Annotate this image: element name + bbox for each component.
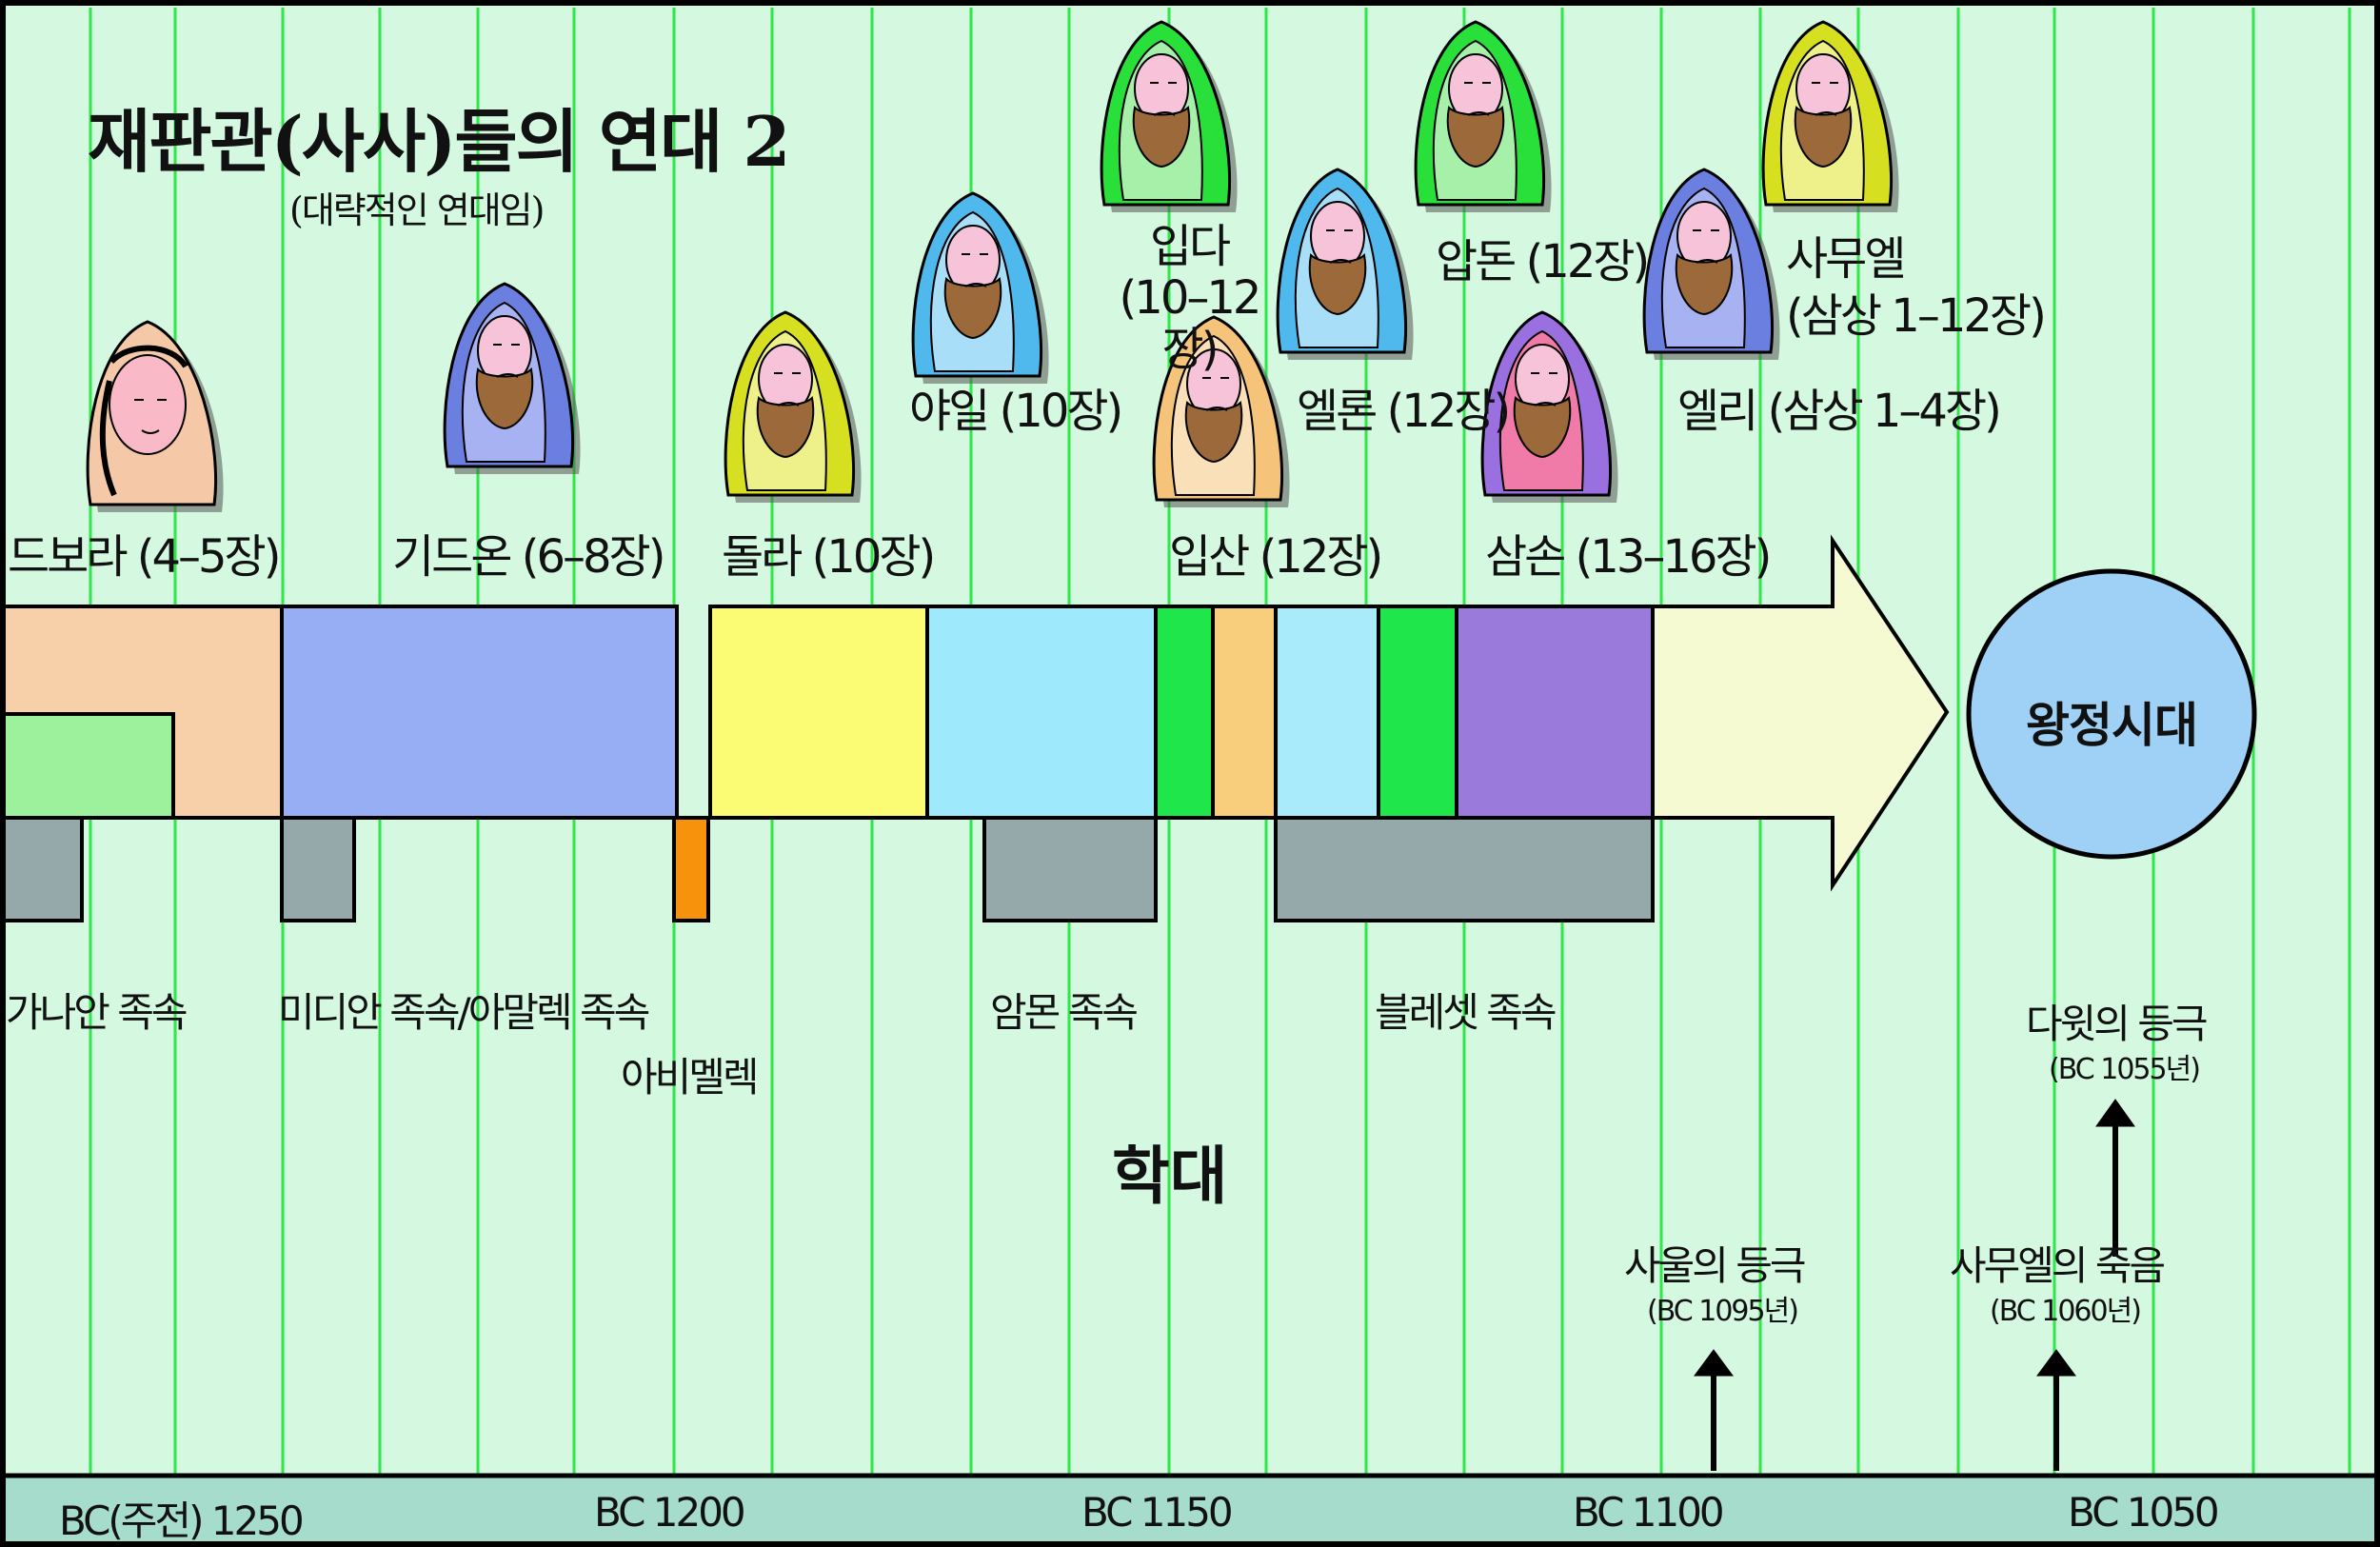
axis-label-1050: BC 1050 <box>2068 1489 2220 1536</box>
event-samuel-death-name: 사무엘의 죽음 <box>1950 1242 2166 1289</box>
oppressor-label-midian-amalek: 미디안 족속/아말렉 족속 <box>278 989 650 1036</box>
portrait-gideon <box>443 282 581 474</box>
judge-label-jephthah: 입다 (10–12장) <box>1119 220 1262 376</box>
judge-label-samuel-ref: (삼상 1–12장) <box>1786 289 2047 343</box>
oppression-label: 학대 <box>1112 1139 1228 1213</box>
portrait-tola <box>724 310 862 503</box>
event-david-name: 다윗의 등극 <box>2026 1001 2209 1047</box>
judge-portraits <box>86 20 1899 512</box>
portrait-jephthah <box>1100 20 1238 212</box>
portrait-samuel <box>1761 20 1899 212</box>
ibzan-period-block <box>1211 605 1278 820</box>
saul-arrowhead <box>1694 1349 1734 1377</box>
event-david-date: (BC 1055년) <box>2049 1053 2201 1086</box>
elon-period-block <box>1274 605 1380 820</box>
oppressor-label-ammon: 암몬 족속 <box>990 989 1139 1036</box>
portrait-deborah <box>86 320 224 512</box>
axis-label-1150: BC 1150 <box>1081 1489 1234 1536</box>
judge-label-elon: 엘론 (12장) <box>1297 385 1511 438</box>
jair-period-block <box>925 605 1158 820</box>
judge-label-gideon: 기드온 (6–8장) <box>392 530 665 584</box>
portrait-samson <box>1480 310 1618 503</box>
jephthah-period-block <box>1154 605 1215 820</box>
ammon-oppression-block <box>982 816 1158 922</box>
david-arrowhead <box>2095 1099 2135 1127</box>
portrait-eli <box>1642 168 1780 360</box>
tola-period-block <box>708 605 929 820</box>
event-samuel-death-date: (BC 1060년) <box>1990 1295 2142 1328</box>
canaan-oppression-block <box>0 816 84 922</box>
timeline-axis-bar <box>0 1473 2380 1547</box>
judge-label-jair: 야일 (10장) <box>909 385 1123 438</box>
oppressor-label-abimelech: 아비멜렉 <box>621 1054 760 1101</box>
samuel-period-arrow <box>1651 534 1950 892</box>
portrait-elon <box>1276 168 1414 360</box>
monarchy-label: 왕정시대 <box>2026 698 2198 753</box>
samuel-death-arrowhead <box>2036 1349 2076 1377</box>
axis-label-1250: BC(주전) 1250 <box>59 1497 305 1544</box>
portrait-jair <box>911 191 1049 384</box>
gideon-period-block <box>280 605 679 820</box>
page-title: 재판관(사사)들의 연대 2 <box>88 101 791 182</box>
monarchy-circle <box>1966 568 2257 860</box>
judge-label-tola: 돌라 (10장) <box>722 530 936 584</box>
axis-label-1100: BC 1100 <box>1573 1489 1725 1536</box>
oppression-blocks <box>0 816 1655 922</box>
midian-oppression-block <box>280 816 356 922</box>
philistine-oppression-block <box>1274 816 1655 922</box>
canaan-period-block <box>0 712 175 820</box>
portrait-abdon <box>1414 20 1552 212</box>
axis-label-1200: BC 1200 <box>594 1489 746 1536</box>
judge-label-deborah: 드보라 (4–5장) <box>8 530 281 584</box>
event-saul-name: 사울의 등극 <box>1624 1242 1807 1289</box>
samson-period-block <box>1455 605 1655 820</box>
portrait-ibzan <box>1152 315 1290 507</box>
event-saul-date: (BC 1095년) <box>1647 1295 1799 1328</box>
page-subtitle: (대략적인 연대임) <box>289 189 545 231</box>
judge-label-abdon: 압돈 (12장) <box>1436 235 1650 288</box>
judge-label-eli: 엘리 (삼상 1–4장) <box>1677 385 2002 438</box>
judge-label-ibzan: 입산 (12장) <box>1169 530 1383 584</box>
judge-period-blocks <box>0 534 1950 892</box>
abdon-period-block <box>1377 605 1458 820</box>
judge-label-samson: 삼손 (13–16장) <box>1485 530 1772 584</box>
abimelech-block <box>672 816 710 922</box>
judge-label-samuel: 사무엘 <box>1786 232 1906 286</box>
oppressor-label-philistine: 블레셋 족속 <box>1375 989 1557 1036</box>
oppressor-label-canaan: 가나안 족속 <box>6 989 188 1036</box>
event-arrows <box>1694 1099 2135 1471</box>
